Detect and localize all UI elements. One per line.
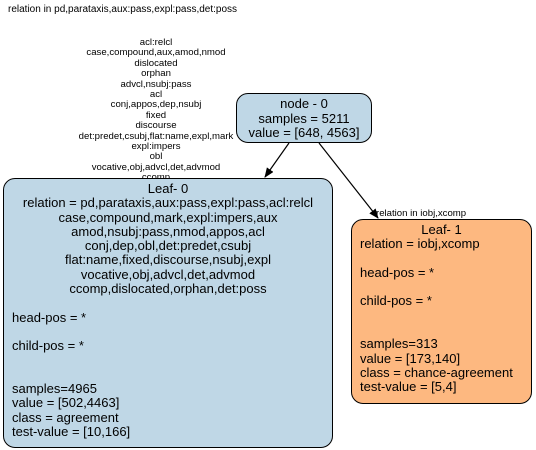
leaf-0-relation-line: vocative,obj,advcl,det,advmod xyxy=(80,266,256,282)
leaf-0-relation-line: flat:name,fixed,discourse,nsubj,expl xyxy=(65,252,271,268)
root-node-samples: samples = 5211 xyxy=(258,110,350,126)
edge-label-line: case,compound,aux,amod,nmod xyxy=(86,47,226,59)
leaf-0-node: Leaf- 0 relation = pd,parataxis,aux:pass… xyxy=(3,178,333,448)
leaf-0-class: class = agreement xyxy=(12,409,119,425)
leaf-1-node: Leaf- 1 relation = iobj,xcomp head-pos =… xyxy=(351,219,532,404)
edge-label-line: obl xyxy=(149,151,163,163)
left-edge-label: acl:relcl case,compound,aux,amod,nmod di… xyxy=(58,37,254,184)
root-node: node - 0 samples = 5211 value = [648, 45… xyxy=(236,93,372,143)
edge-label-line: det:predet,csubj,flat:name,expl,mark xyxy=(78,130,234,142)
root-node-title: node - 0 xyxy=(280,96,328,111)
leaf-0-relation-line: relation = pd,parataxis,aux:pass,expl:pa… xyxy=(22,195,314,211)
leaf-1-child-pos: child-pos = * xyxy=(360,293,432,309)
top-condition-label: relation in pd,parataxis,aux:pass,expl:p… xyxy=(8,4,238,15)
leaf-0-child-pos: child-pos = * xyxy=(12,338,84,354)
edge-label-line: acl:relcl xyxy=(139,37,173,48)
edge-label-line: fixed xyxy=(145,109,167,121)
leaf-1-samples: samples=313 xyxy=(360,336,438,352)
edge-label-line: conj,appos,dep,nsubj xyxy=(110,99,202,111)
edge-root-to-leaf0 xyxy=(264,142,290,178)
leaf-1-relation: relation = iobj,xcomp xyxy=(360,236,480,252)
leaf-1-test-value: test-value = [5,4] xyxy=(360,379,457,395)
leaf-0-relation-line: case,compound,mark,expl:impers,aux xyxy=(58,209,278,225)
edge-label-line: vocative,obj,advcl,det,advmod xyxy=(91,161,221,173)
root-node-value: value = [648, 4563] xyxy=(248,125,360,140)
leaf-0-title: Leaf- 0 xyxy=(147,181,189,196)
edge-label-line: orphan xyxy=(141,68,171,80)
edge-label-line: advcl,nsubj:pass xyxy=(120,78,192,90)
edge-label-line: ccomp xyxy=(58,172,254,183)
leaf-1-value: value = [173,140] xyxy=(360,350,461,366)
leaf-1-title: Leaf- 1 xyxy=(421,222,462,237)
right-edge-label: relation in iobj,xcomp xyxy=(376,208,467,219)
leaf-0-relation-line: ccomp,dislocated,orphan,det:poss xyxy=(69,281,267,297)
edge-label-line: discourse xyxy=(135,120,177,132)
leaf-1-head-pos: head-pos = * xyxy=(360,264,435,280)
leaf-0-relation-line: conj,dep,obl,det:predet,csubj xyxy=(84,238,252,254)
leaf-0-test-value: test-value = [10,166] xyxy=(12,424,131,440)
edge-label-line: expl:impers xyxy=(131,141,181,153)
leaf-1-class: class = chance-agreement xyxy=(360,364,513,380)
leaf-0-head-pos: head-pos = * xyxy=(12,309,87,325)
edge-root-to-leaf1 xyxy=(318,142,379,219)
leaf-0-relation-line: amod,nsubj:pass,nmod,appos,acl xyxy=(71,223,265,239)
leaf-0-samples: samples=4965 xyxy=(12,381,97,397)
edge-label-line: dislocated xyxy=(134,57,178,69)
edge-label-line: acl xyxy=(149,89,163,101)
leaf-0-value: value = [502,4463] xyxy=(12,395,120,411)
